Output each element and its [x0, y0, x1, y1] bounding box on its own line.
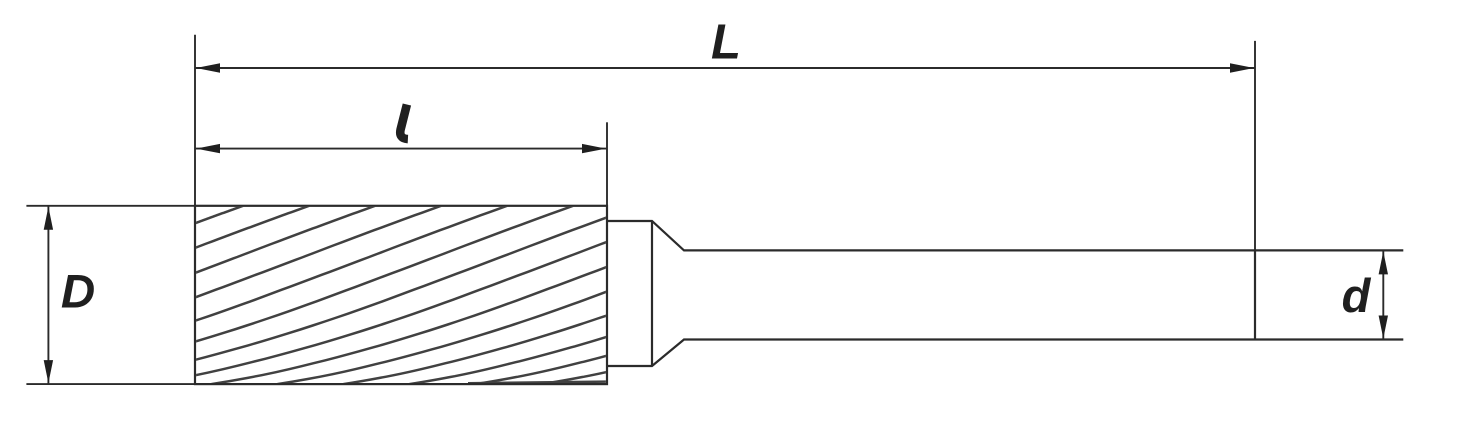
svg-text:d: d — [1342, 269, 1372, 322]
svg-text:L: L — [711, 15, 741, 69]
svg-text:D: D — [61, 266, 95, 319]
